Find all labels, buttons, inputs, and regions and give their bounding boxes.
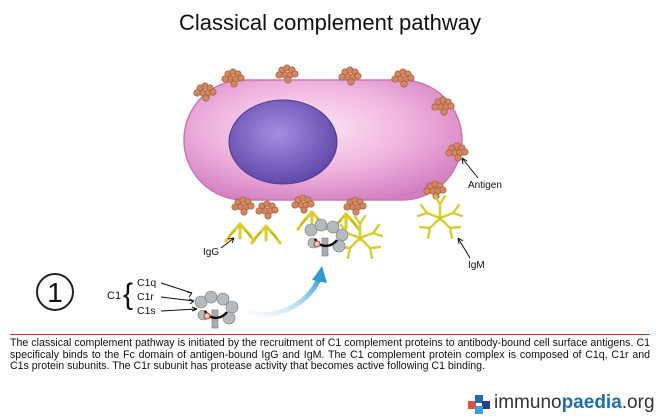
brace: {: [123, 278, 133, 311]
immunopaedia-logo[interactable]: immunopaedia.org: [466, 391, 656, 417]
nucleus: [228, 99, 338, 185]
c1r-label: C1r: [137, 291, 154, 303]
step-marker: 1: [36, 273, 74, 311]
logo-text: immunopaedia.org: [494, 392, 655, 414]
c1q-label: C1q: [137, 277, 156, 289]
complement-diagram: 1 C1 { C1q C1r C1s Antigen IgG IgM: [36, 64, 502, 330]
igg-arrow: [220, 237, 235, 249]
logo-cubes-icon: [468, 395, 490, 414]
antigen-arrow: [461, 157, 479, 179]
c1-label: C1: [107, 290, 121, 302]
igm-arrow: [457, 237, 471, 259]
page-title: Classical complement pathway: [178, 10, 482, 35]
binding-arrow: [245, 266, 327, 317]
igg-label: IgG: [203, 247, 219, 258]
igm-label: IgM: [468, 260, 485, 271]
logo-part2: paedia: [561, 392, 622, 413]
c1s-label: C1s: [137, 305, 156, 317]
antigen-label: Antigen: [468, 180, 502, 191]
logo-part1: immuno: [494, 392, 562, 413]
logo-part3: .org: [621, 392, 655, 413]
c1-pointer-arrows: [160, 282, 198, 312]
caption-text: The classical complement pathway is init…: [10, 337, 650, 373]
caption-divider: [10, 334, 650, 335]
step-number: 1: [47, 277, 63, 308]
c1-complex-free: [193, 289, 240, 330]
